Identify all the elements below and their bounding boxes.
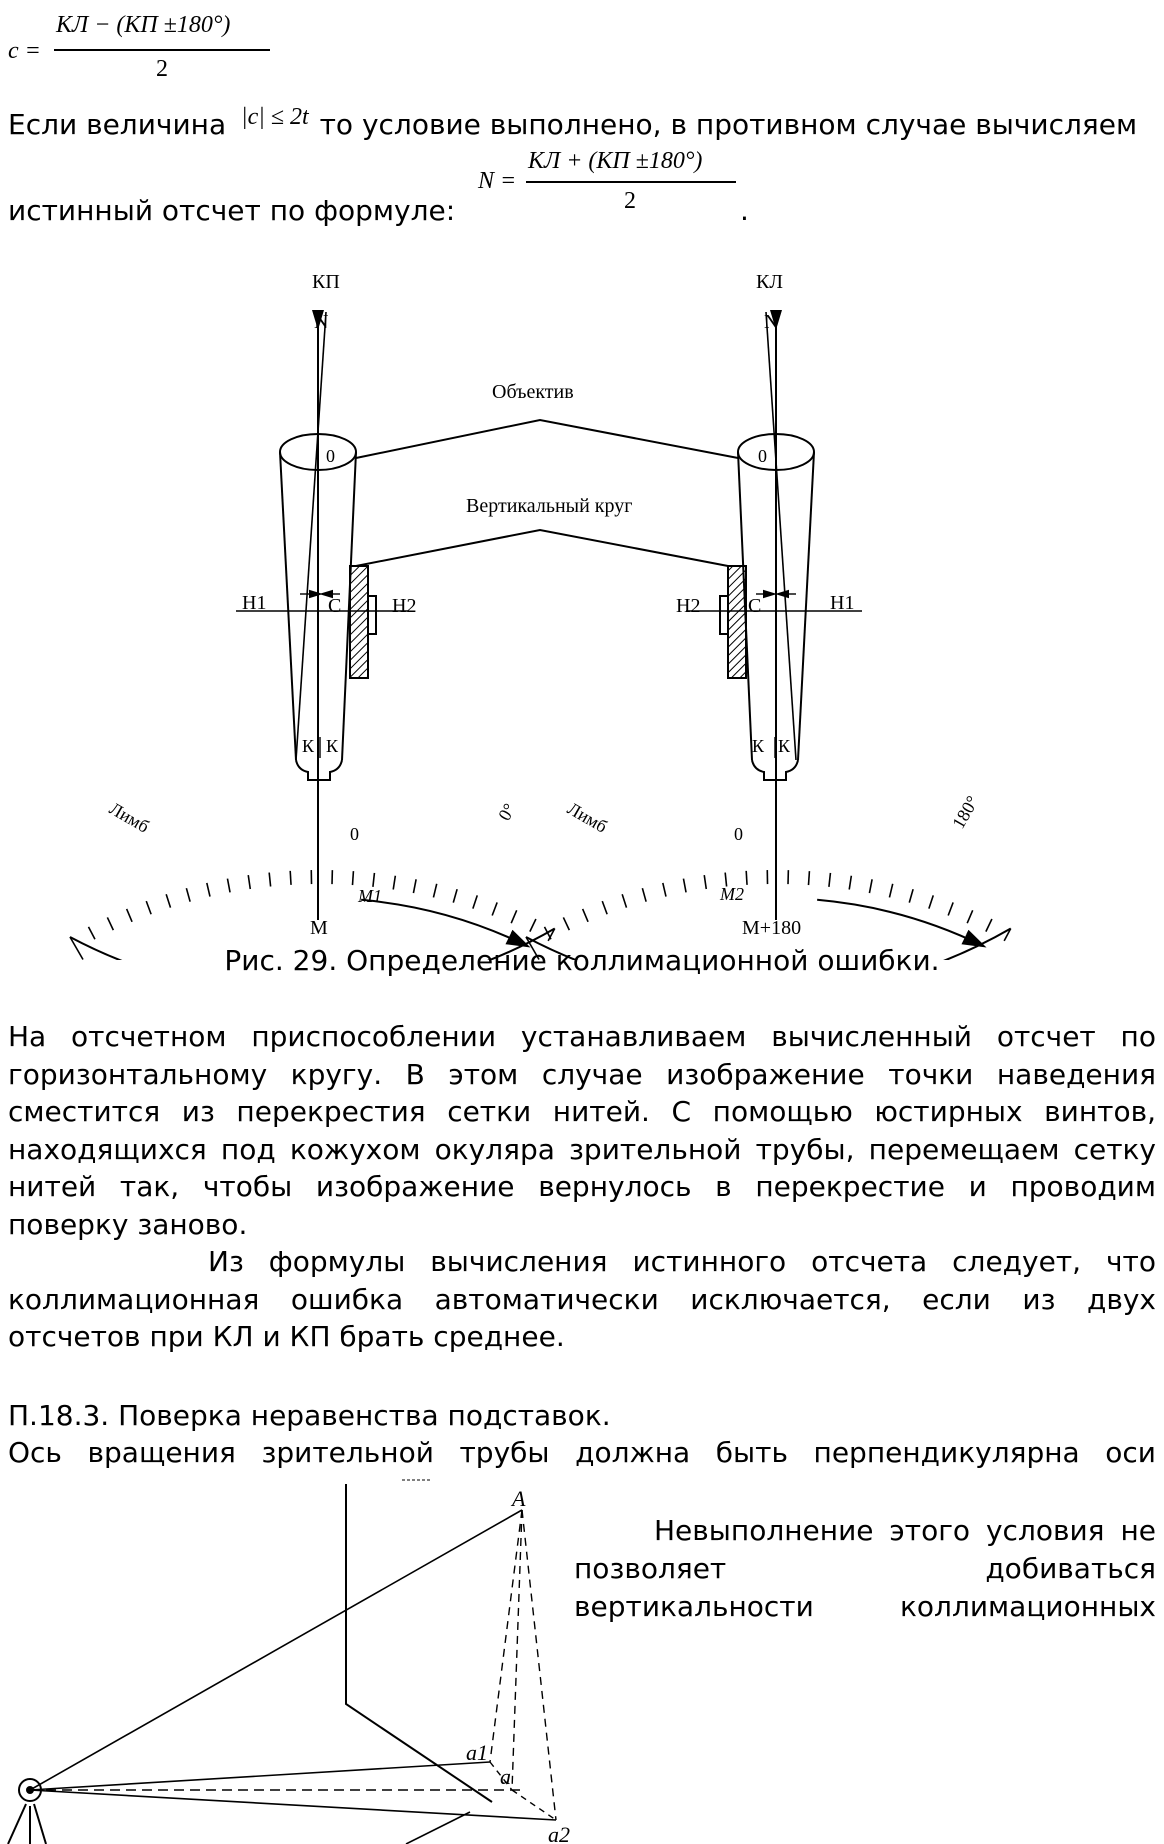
limb-tick: [269, 873, 270, 887]
paragraph-line: отсчетов при КЛ и КП брать среднее.: [8, 1318, 1156, 1356]
left-bottom-label: M: [310, 917, 328, 939]
direction-arrow: [817, 900, 983, 946]
limb-tick: [290, 871, 291, 885]
right-zero-label: 0: [758, 446, 767, 466]
section-heading: П.18.3. Поверка неравенства подставок.: [8, 1397, 611, 1435]
right-k2: К: [778, 736, 791, 756]
figure-30-diagram: A a1 a a2: [0, 1472, 600, 1844]
limb-tick: [602, 901, 607, 914]
limb-tick: [746, 871, 747, 885]
right-top-label: КЛ: [756, 271, 783, 293]
limb-tick: [413, 879, 416, 893]
paragraph-2: На отсчетном приспособлении устанавливае…: [8, 1018, 1156, 1243]
right-m-sub: M2: [719, 884, 744, 904]
limb-tick: [889, 884, 892, 898]
figure-29-caption: Рис. 29. Определение коллимационной ошиб…: [0, 942, 1164, 980]
right-c: C: [748, 595, 761, 617]
paragraph-line: коллимационная ошибка автоматически искл…: [8, 1281, 1156, 1319]
limb-tick: [107, 917, 113, 930]
limb-tick: [704, 875, 706, 889]
limb-tick: [433, 884, 436, 898]
objective-label: Объектив: [492, 381, 574, 403]
paragraph-line: Из формулы вычисления истинного отсчета …: [8, 1243, 1156, 1281]
limb-tick: [563, 917, 569, 930]
limb-tick: [473, 895, 477, 908]
right-bottom-label: M+180: [742, 917, 801, 939]
left-scale-zero: 0: [350, 824, 359, 844]
limb-tick: [967, 910, 973, 923]
limb-tick: [166, 894, 170, 907]
paragraph-line: Невыполнение этого условия не: [574, 1512, 1156, 1550]
paragraph-3: Из формулы вычисления истинного отсчета …: [8, 1243, 1156, 1356]
left-c: C: [328, 595, 341, 617]
limb-tick: [909, 889, 913, 902]
fig30-a-top: A: [510, 1486, 526, 1511]
paragraph-line: находящихся под кожухом окуляра зрительн…: [8, 1131, 1156, 1169]
right-scale-end: 180°: [948, 792, 982, 832]
paragraph-line: сместится из перекрестия сетки нитей. С …: [8, 1093, 1156, 1131]
section-heading-text: П.18.3. Поверка неравенства подставок.: [8, 1399, 611, 1432]
left-h-left: H1: [242, 592, 266, 614]
limb-tick: [986, 919, 992, 932]
paragraph-line: горизонтальному кругу. В этом случае изо…: [8, 1056, 1156, 1094]
vcircle-label: Вертикальный круг: [466, 495, 632, 517]
direction-arrow: [361, 900, 527, 946]
connectors: Объектив Вертикальный круг: [356, 381, 738, 566]
paragraph-line: позволяет добиваться: [574, 1550, 1156, 1588]
left-limb-label: Лимб: [106, 798, 153, 837]
limb-tick: [929, 895, 933, 908]
right-device: КЛ N 0 H2 C H1 К К: [676, 271, 862, 920]
limb-tick: [948, 902, 953, 915]
limb-tick: [622, 894, 626, 907]
left-scale-end: 0°: [494, 800, 519, 824]
right-k1: К: [752, 736, 765, 756]
left-device: КП N 0 H1 C H2 К К: [236, 271, 416, 920]
limb-tick: [453, 889, 457, 902]
paragraph-line: нитей так, чтобы изображение вернулось в…: [8, 1168, 1156, 1206]
limb-tick: [808, 871, 809, 885]
limb-tick: [207, 883, 210, 897]
left-h-right: H2: [392, 595, 416, 617]
fig30-a1: a1: [466, 1740, 488, 1765]
limb-tick: [530, 919, 536, 932]
limb-tick: [849, 876, 851, 890]
limb-tick: [227, 879, 230, 893]
limb-tick: [146, 901, 151, 914]
limb-tick: [511, 910, 517, 923]
limb-tick: [642, 888, 646, 901]
fig30-a2: a2: [548, 1822, 570, 1844]
limb-tick: [683, 879, 686, 893]
right-h-right: H1: [830, 592, 854, 614]
limb-tick: [583, 909, 588, 922]
right-scale-zero: 0: [734, 824, 743, 844]
limb-tick: [869, 879, 872, 893]
limb-tick: [352, 871, 353, 885]
limb-tick: [373, 873, 375, 887]
limb-tick: [88, 927, 94, 939]
left-k2: К: [326, 736, 339, 756]
right-limb-label: Лимб: [564, 798, 611, 837]
limb-tick: [492, 902, 497, 915]
limb-tick: [663, 883, 666, 897]
left-zero-label: 0: [326, 446, 335, 466]
left-m-sub: M1: [357, 886, 382, 906]
paragraph-line: поверку заново.: [8, 1206, 1156, 1244]
fig30-a: a: [500, 1764, 511, 1789]
left-top-label: КП: [312, 271, 340, 293]
limb-tick: [829, 873, 831, 887]
limb-tick: [186, 888, 190, 901]
paragraph-line: вертикальности коллимационных: [574, 1588, 1156, 1626]
limb-tick: [248, 875, 250, 889]
limb-tick: [393, 876, 395, 890]
figure-29-diagram: КП N 0 H1 C H2 К К КЛ N 0: [0, 0, 1164, 960]
limb-tick: [127, 909, 132, 922]
paragraph-line: На отсчетном приспособлении устанавливае…: [8, 1018, 1156, 1056]
left-k1: К: [302, 736, 315, 756]
right-h-left: H2: [676, 595, 700, 617]
section-line-1: Ось вращения зрительной трубы должна быт…: [8, 1434, 1156, 1472]
